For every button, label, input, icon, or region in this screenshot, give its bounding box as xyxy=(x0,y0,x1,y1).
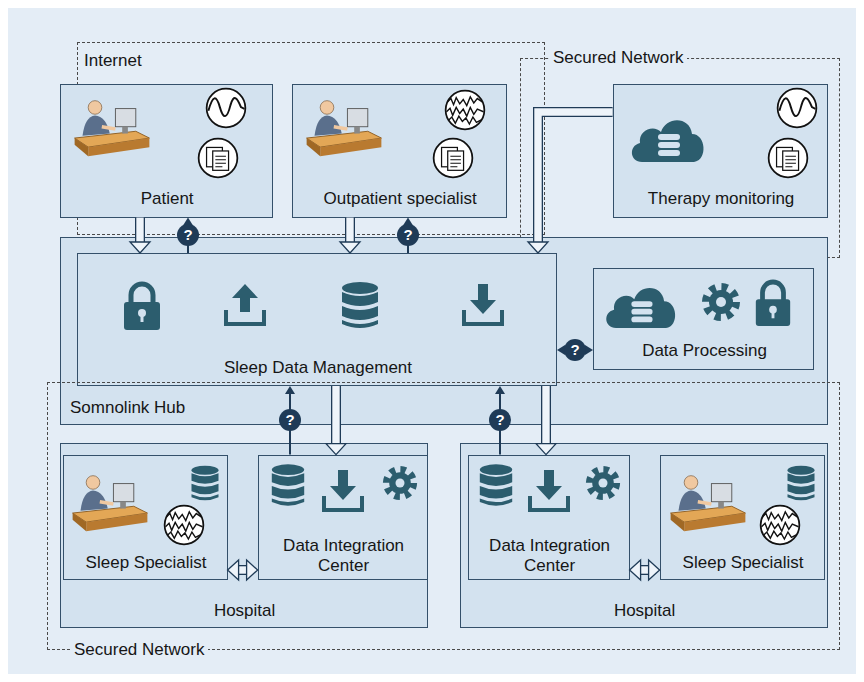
gear-icon xyxy=(590,470,617,497)
lock-icon xyxy=(756,282,790,326)
waveform-icon xyxy=(778,89,817,128)
node-label: Data Processing xyxy=(642,341,767,361)
region-label: Internet xyxy=(84,51,142,71)
arrow-head xyxy=(247,560,258,580)
waveform-icon xyxy=(446,91,485,130)
person-at-desk xyxy=(307,101,382,157)
arrow-shaft-outline xyxy=(239,565,247,575)
node-label: Data Integration Center xyxy=(269,536,419,576)
region-label: Secured Network xyxy=(549,48,687,68)
database-icon xyxy=(272,464,304,505)
arrow-head xyxy=(326,444,346,455)
block-arrow xyxy=(536,386,556,455)
download-icon xyxy=(324,470,362,510)
node-label: Therapy monitoring xyxy=(648,189,794,209)
gear-icon xyxy=(706,287,736,317)
arrow-head xyxy=(130,242,150,253)
cloud-database-icon xyxy=(606,288,675,328)
database-icon xyxy=(480,464,512,505)
arrow-head xyxy=(528,242,548,253)
node-label: Sleep Specialist xyxy=(683,553,804,573)
region-label: Secured Network xyxy=(70,640,208,660)
arrow-shaft-fill xyxy=(136,218,143,242)
person-at-desk xyxy=(73,476,148,532)
node-label: Somnolink Hub xyxy=(70,398,185,418)
block-arrow xyxy=(228,560,258,580)
block-arrow xyxy=(630,560,660,580)
arrow-shaft-outline xyxy=(541,386,551,444)
waveform-icon xyxy=(207,89,246,128)
block-arrow xyxy=(528,112,613,253)
node-label: Hospital xyxy=(614,601,675,621)
document-icon xyxy=(199,139,238,178)
arrow-shaft-fill xyxy=(641,566,649,573)
arrow-shaft-outline xyxy=(135,218,145,242)
arrow-shaft-outline xyxy=(345,218,355,242)
arrow-head xyxy=(340,242,360,253)
arrow-shaft-fill xyxy=(346,218,353,242)
arrow-shaft-outline xyxy=(538,112,613,242)
waveform-icon xyxy=(761,506,800,545)
database-icon xyxy=(788,466,815,501)
block-arrow xyxy=(130,218,150,253)
document-icon xyxy=(434,139,473,178)
upload-icon xyxy=(226,284,264,324)
arrow-head xyxy=(630,560,641,580)
arrow-head xyxy=(495,386,505,394)
arrow-shaft-fill xyxy=(332,386,339,444)
arrow-head xyxy=(228,560,239,580)
query-badge: ? xyxy=(564,339,586,361)
download-icon xyxy=(530,470,568,510)
cloud-database-icon xyxy=(632,120,704,162)
arrow-head xyxy=(285,386,295,394)
block-arrow xyxy=(340,218,360,253)
arrow-head xyxy=(536,444,556,455)
document-icon xyxy=(769,139,808,178)
arrow-shaft-outline xyxy=(641,565,649,575)
arrow-shaft-fill xyxy=(239,566,247,573)
database-icon xyxy=(192,466,219,501)
hub-box: Somnolink Hub Sleep Data Management Data P… xyxy=(60,237,828,425)
node-label: Hospital xyxy=(214,601,275,621)
node-label: Sleep Specialist xyxy=(86,553,207,573)
arrow-shaft-outline xyxy=(331,386,341,444)
download-icon xyxy=(464,284,502,324)
node-label: Patient xyxy=(141,189,194,209)
hospital-box: Hospital Sleep Specialist Data Integration… xyxy=(60,443,428,628)
waveform-icon xyxy=(165,506,204,545)
block-arrow xyxy=(326,386,346,455)
arrow-shaft-fill xyxy=(542,386,549,444)
gear-icon xyxy=(387,470,414,497)
lock-icon xyxy=(124,284,160,330)
node-label: Data Integration Center xyxy=(475,536,625,576)
arrow-head xyxy=(585,345,593,355)
person-at-desk xyxy=(75,101,150,157)
arrow-head xyxy=(649,560,660,580)
node-label: Sleep Data Management xyxy=(224,358,412,378)
arrow-shaft-fill xyxy=(538,112,613,242)
person-at-desk xyxy=(671,476,746,532)
node-label: Outpatient specialist xyxy=(324,189,477,209)
database-icon xyxy=(342,282,378,328)
